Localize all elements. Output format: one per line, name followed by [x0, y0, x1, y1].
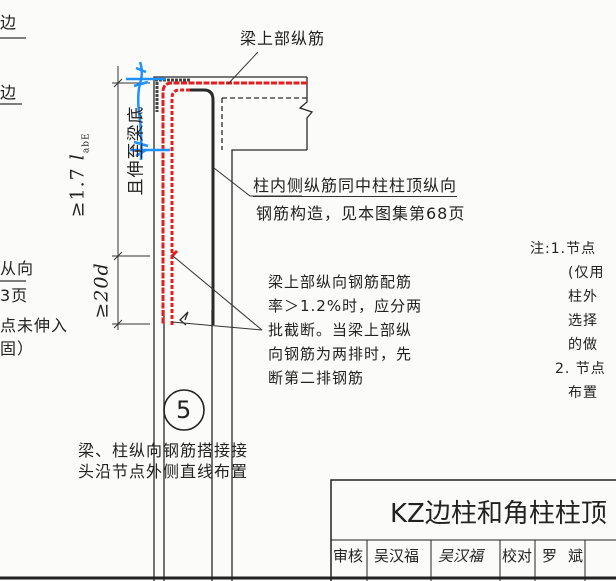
note-line: 节点: [566, 241, 597, 257]
dim-main-var: l: [66, 153, 89, 161]
detail-number-circle: [163, 389, 205, 431]
detail-number: 5: [176, 396, 193, 424]
signature: 吴汉福: [438, 547, 484, 565]
note-line: 选择: [568, 313, 598, 329]
dim-20d-label: ≥20d: [90, 262, 113, 319]
detail-caption-1: 梁、柱纵向钢筋搭接接: [78, 441, 249, 460]
note-line: 布置: [568, 385, 598, 401]
dim-main-label: ≥1.7 labE: [66, 132, 98, 218]
cutoff-note-line: 批截断。当梁上部纵: [268, 321, 413, 339]
fragment-text: 3页: [0, 286, 29, 305]
blue-markup: [126, 61, 170, 161]
dim-main-sub: abE: [81, 132, 92, 154]
note-line: 的做: [568, 337, 598, 353]
column-inner-bar: [190, 88, 215, 325]
fragment-text: 从向: [0, 259, 35, 278]
cutoff-note-line: 断第二排钢筋: [268, 369, 365, 387]
fragment-text: 点未伸入: [0, 316, 69, 335]
inner-bar-label-1: 柱内侧纵筋同中柱柱顶纵向: [253, 176, 458, 197]
cutoff-note-line: 向钢筋为两排时，先: [268, 345, 413, 363]
dim-main-value: ≥1.7: [66, 167, 89, 218]
title-block-frame: [0, 479, 616, 581]
inner-bar-label-2: 钢筋构造，见本图集第68页: [256, 204, 466, 223]
title-cell: 吴汉福: [374, 547, 420, 565]
drawing-title: KZ边柱和角柱柱顶: [390, 499, 607, 529]
cutoff-note: 梁上部纵向钢筋配筋 率＞1.2%时，应分两 批截断。当梁上部纵 向钢筋为两排时，…: [268, 270, 422, 390]
concrete-outline: [153, 76, 314, 581]
title-cell: 校对: [502, 547, 533, 565]
red-rebars: [161, 81, 307, 325]
title-cell: 斌: [568, 547, 584, 565]
fragment-text: 边: [0, 83, 18, 102]
note-line: 2. 节点: [555, 361, 606, 377]
title-cell: 罗: [542, 547, 558, 565]
dim-extend-label: 且伸至梁底: [126, 105, 147, 196]
cutoff-note-line: 率＞1.2%时，应分两: [268, 297, 423, 315]
fragment-text: 边: [0, 13, 18, 32]
fragment-text: 固）: [0, 339, 35, 358]
notes-prefix-text: 注:1.: [530, 241, 567, 257]
title-cell: 审核: [333, 547, 364, 565]
detail-caption-2: 头沿节点外侧直线布置: [78, 462, 249, 481]
cutoff-note-line: 梁上部纵向钢筋配筋: [268, 273, 413, 291]
notes-prefix: 注:1.节点: [530, 237, 596, 261]
note-line: (仅用: [568, 265, 605, 281]
note-line: 柱外: [568, 289, 598, 305]
beam-top-bar-label: 梁上部纵筋: [240, 29, 326, 48]
